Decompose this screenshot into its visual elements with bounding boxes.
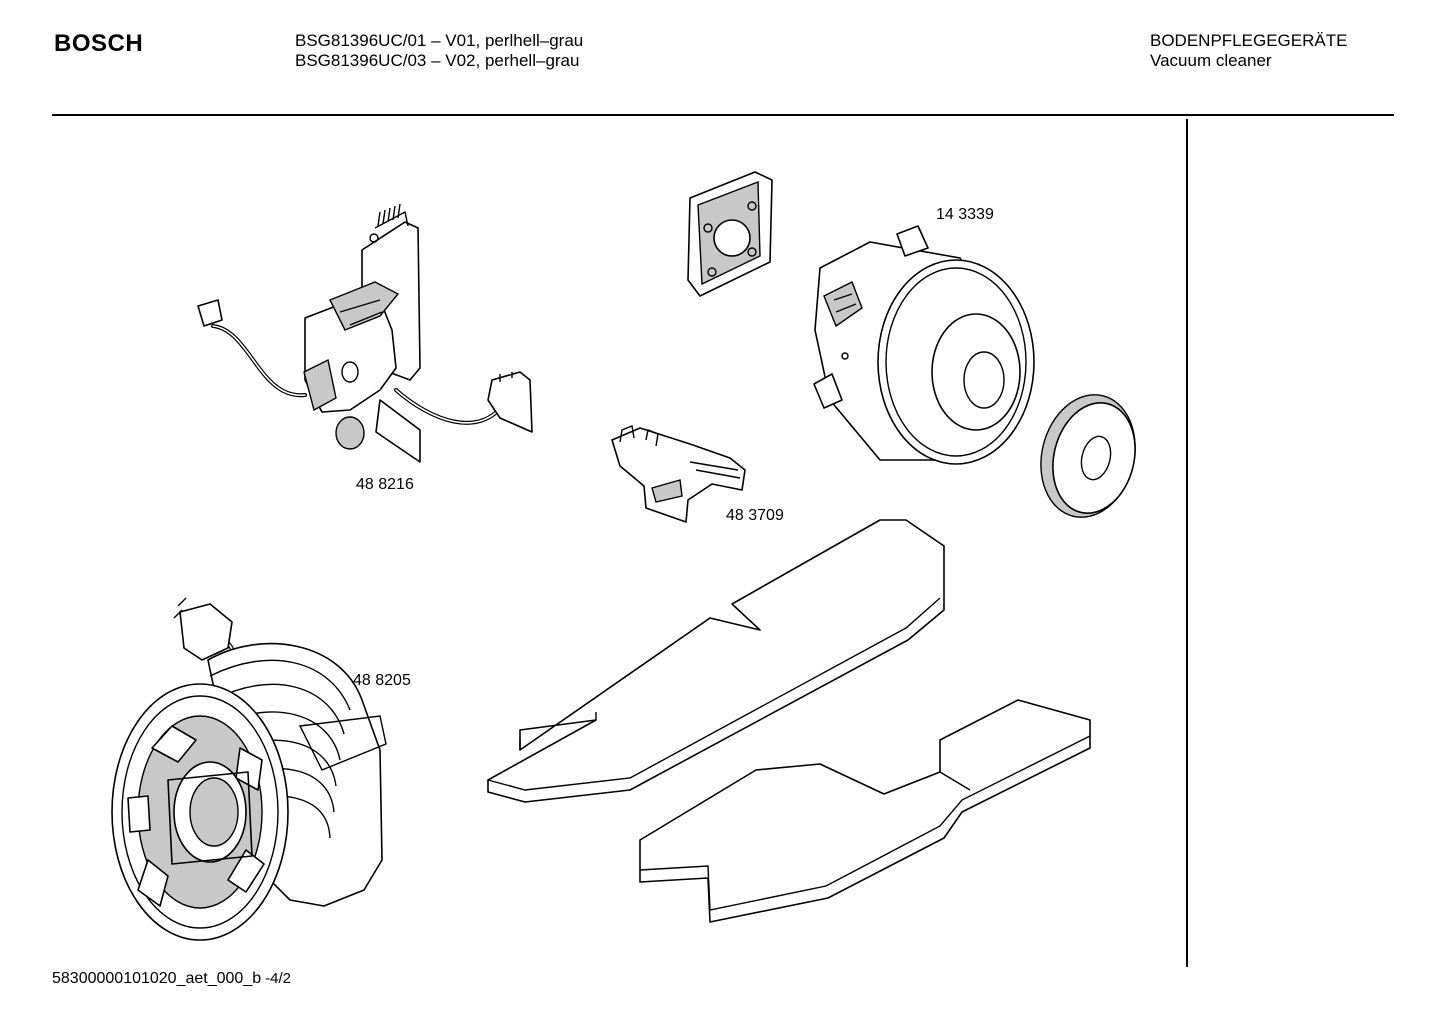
bosch-logo: BOSCH [54,30,144,57]
page-number: -4/2 [265,970,291,987]
gasket-plate-drawing [687,171,773,297]
category-en: Vacuum cleaner [1150,51,1272,70]
category-block: BODENPFLEGEGERÄTE Vacuum cleaner [1150,31,1347,71]
part-number-motor: 14 3339 [936,206,994,223]
model-line-2: BSG81396UC/03 – V02, perhell–grau [295,51,580,70]
side-divider [1186,119,1188,967]
category-de: BODENPFLEGEGERÄTE [1150,31,1348,50]
clip-drawing [611,425,746,523]
model-line-1: BSG81396UC/01 – V01, perlhell–grau [295,31,584,50]
header-divider [52,114,1394,116]
motor-drawing [813,225,1035,465]
lower-panel-drawing [639,699,1091,923]
upper-panel-drawing [487,519,945,803]
part-number-clip: 48 3709 [726,507,784,524]
part-number-pcb: 48 8216 [356,476,414,493]
ring-seal-drawing [1040,394,1136,518]
document-code: 58300000101020_aet_000_b [52,970,262,987]
model-list: BSG81396UC/01 – V01, perlhell–grau BSG81… [295,31,583,71]
document-footer: 58300000101020_aet_000_b-4/2 [52,970,291,988]
pcb-assembly-drawing [197,203,533,463]
part-number-cable-reel: 48 8205 [353,672,411,689]
cable-reel-drawing [111,597,387,941]
